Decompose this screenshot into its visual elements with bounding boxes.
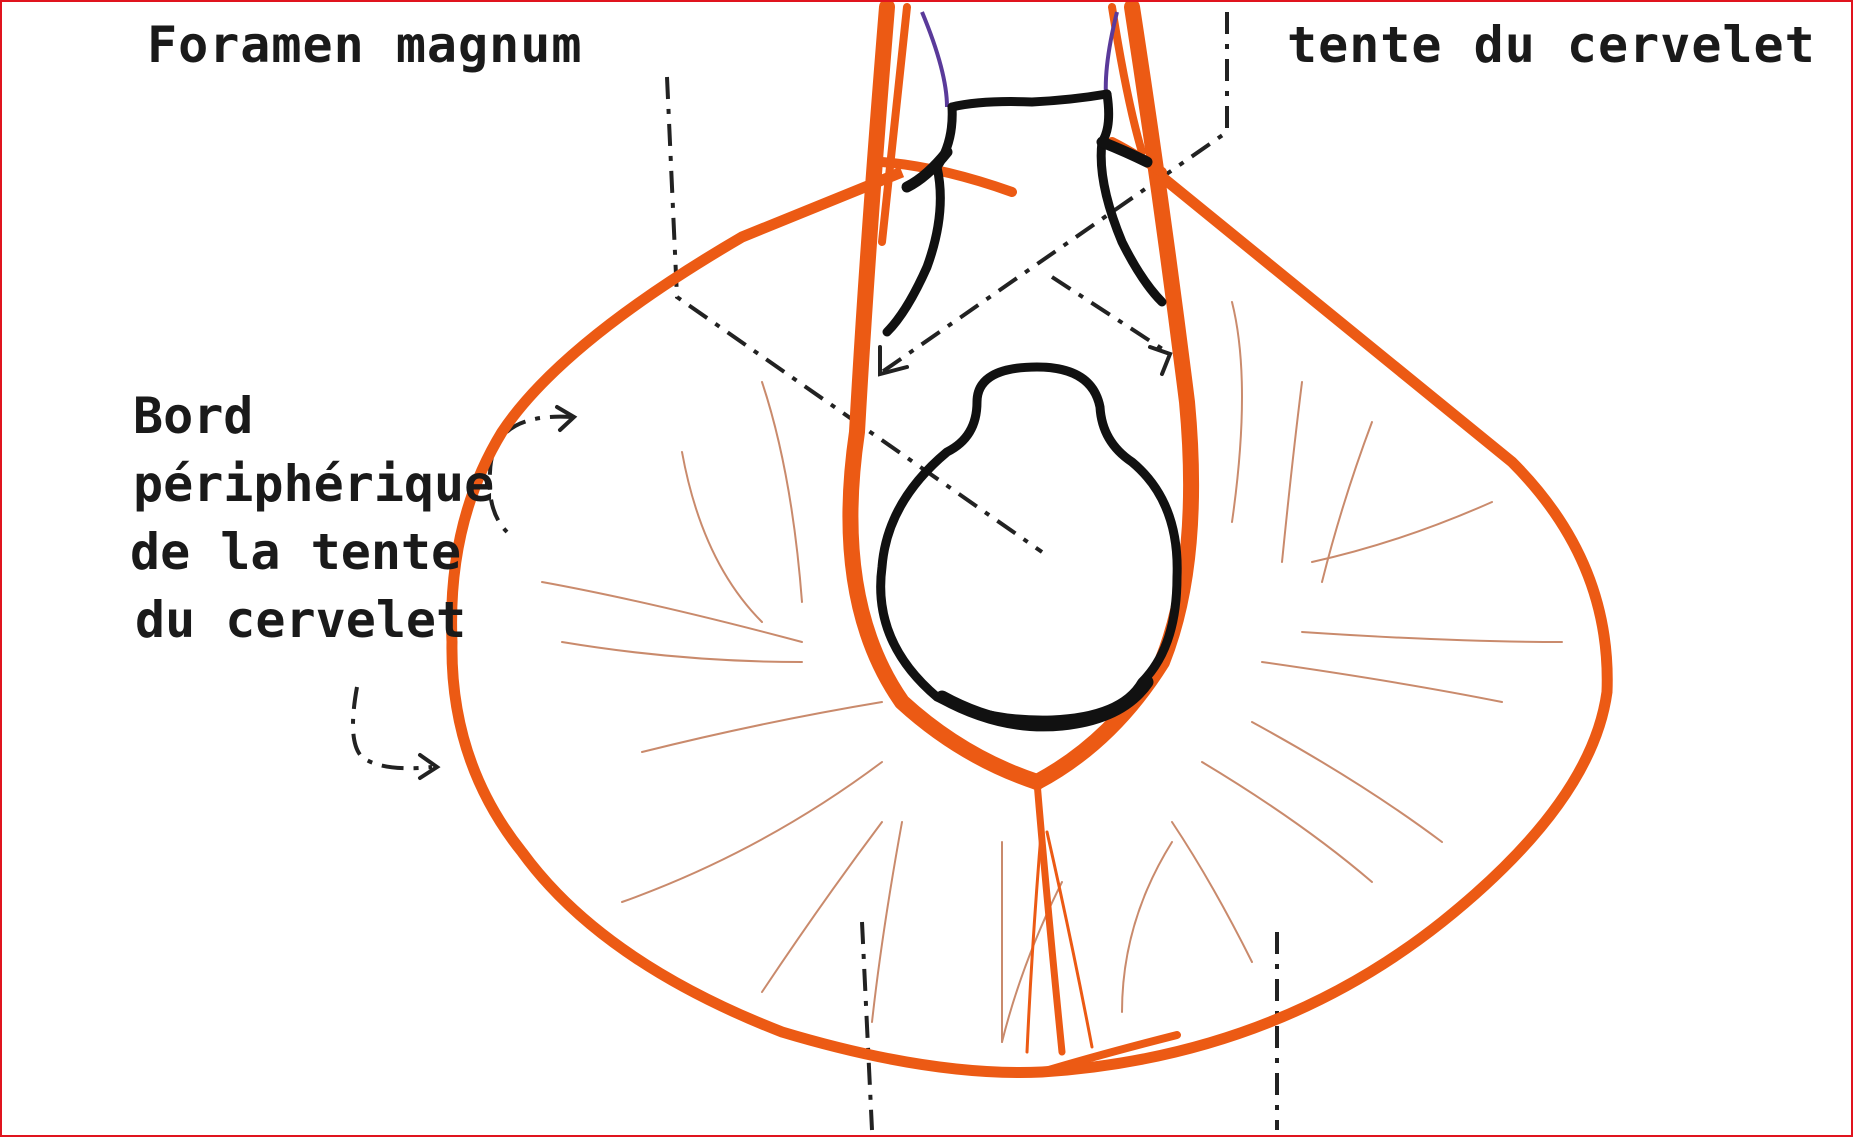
brainstem-outline [881, 94, 1178, 725]
label-bord-line1: Bord [133, 382, 494, 450]
tentorium-outer-border [452, 172, 1608, 1073]
brainstem-top-line [952, 94, 1107, 107]
label-bord-line2: périphérique [133, 450, 494, 518]
label-bord-line3: de la tente [130, 518, 491, 586]
arrowhead-tente-right [1150, 347, 1170, 374]
label-bord-peripherique: Bord périphérique de la tente du cervele… [130, 382, 491, 654]
right-medial-vessel [1037, 7, 1191, 782]
leader-lines [353, 12, 1277, 1130]
leader-arrowheads [420, 347, 1170, 778]
foramen-magnum-outline [881, 367, 1178, 720]
left-nerve [922, 12, 947, 107]
label-foramen-magnum: Foramen magnum [147, 16, 582, 74]
label-bord-line4: du cervelet [135, 586, 496, 654]
bottom-leader-left [862, 922, 872, 1130]
sinus-branch-left [1027, 822, 1042, 1052]
label-tente-du-cervelet: tente du cervelet [1287, 16, 1816, 74]
left-medial-vessel [850, 7, 1037, 782]
